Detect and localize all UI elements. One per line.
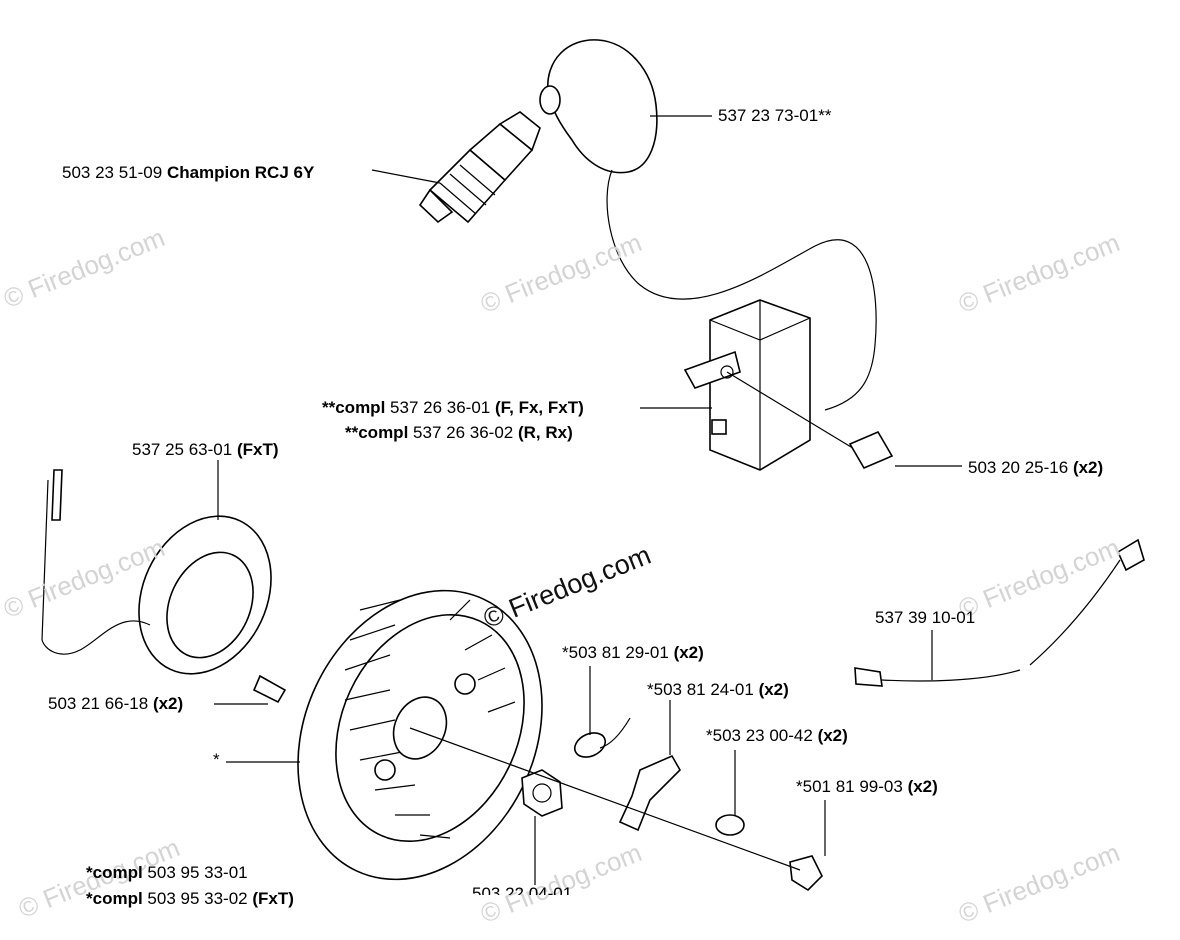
spark-plug-cap-part xyxy=(539,39,877,411)
label-nut: 503 22 04-01 xyxy=(472,884,573,895)
label-plug-cap: 537 23 73-01** xyxy=(718,106,832,125)
label-ring-screw: 503 21 66-18 (x2) xyxy=(48,694,184,713)
spark-plug-part xyxy=(418,111,541,224)
flywheel-part xyxy=(297,589,543,881)
label-flywheel-star: * xyxy=(213,750,220,769)
ignition-module-part xyxy=(683,299,894,471)
nut-part xyxy=(521,769,563,817)
label-module-compl-1: **compl 537 26 36-01 (F, Fx, FxT) xyxy=(322,398,584,417)
label-flywheel-compl-2: *compl 503 95 33-02 (FxT) xyxy=(86,889,294,908)
cable-part xyxy=(854,538,1145,687)
leader-lines xyxy=(214,115,962,885)
label-cable: 537 39 10-01 xyxy=(875,608,976,627)
sensor-ring-part xyxy=(41,469,287,704)
label-module-screw: 503 20 25-16 (x2) xyxy=(968,458,1104,477)
label-circlip: *503 81 29-01 (x2) xyxy=(562,643,704,662)
label-module-compl-2: **compl 537 26 36-02 (R, Rx) xyxy=(345,423,573,442)
label-spark-plug: 503 23 51-09 Champion RCJ 6Y xyxy=(62,163,315,182)
label-flywheel-compl-1: *compl 503 95 33-01 xyxy=(86,863,248,882)
label-sensor-ring: 537 25 63-01 (FxT) xyxy=(132,440,279,459)
small-parts xyxy=(409,717,823,892)
label-pawl: *503 81 24-01 (x2) xyxy=(647,680,789,699)
label-washer: *503 23 00-42 (x2) xyxy=(706,726,848,745)
label-pawl-screw: *501 81 99-03 (x2) xyxy=(796,777,938,796)
